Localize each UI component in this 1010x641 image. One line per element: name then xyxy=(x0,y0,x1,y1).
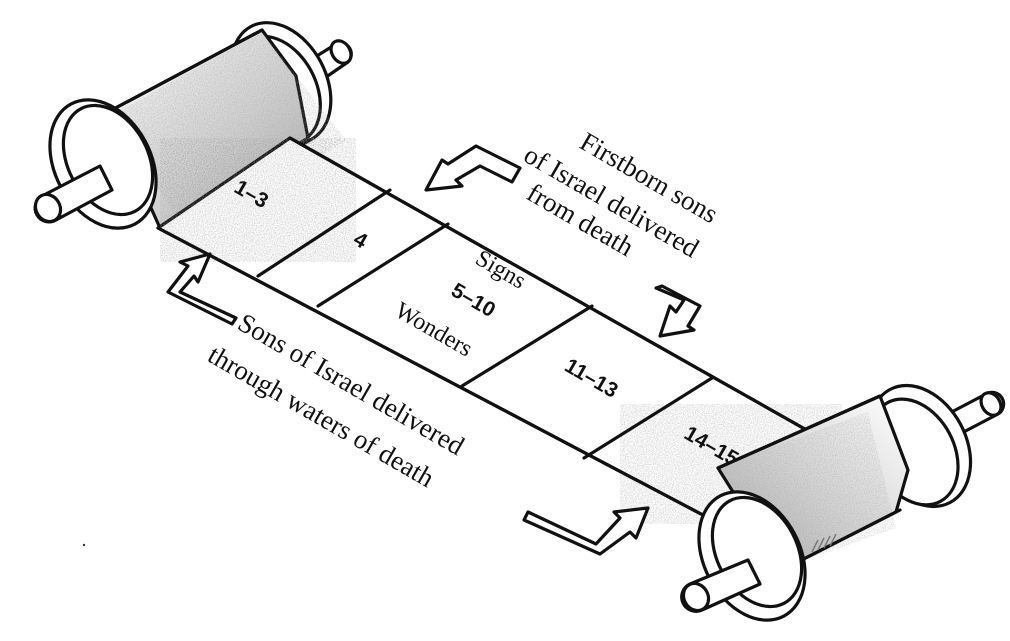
bottom-right-arrow xyxy=(522,506,650,556)
speck xyxy=(82,543,86,547)
right-scroll-roller xyxy=(680,383,1006,622)
roller-hatch-marks xyxy=(811,533,837,553)
right-front-axle xyxy=(680,558,762,613)
top-annotation: Firstborn sons of Israel delivered from … xyxy=(519,126,723,263)
top-left-arrow xyxy=(424,144,522,192)
divider-3 xyxy=(460,304,594,388)
divider-4 xyxy=(582,376,714,460)
top-right-arrow xyxy=(654,284,702,338)
left-front-axle xyxy=(33,164,114,224)
divider-2 xyxy=(316,222,450,308)
bottom-left-arrow xyxy=(166,252,238,326)
divider-1 xyxy=(256,188,392,278)
